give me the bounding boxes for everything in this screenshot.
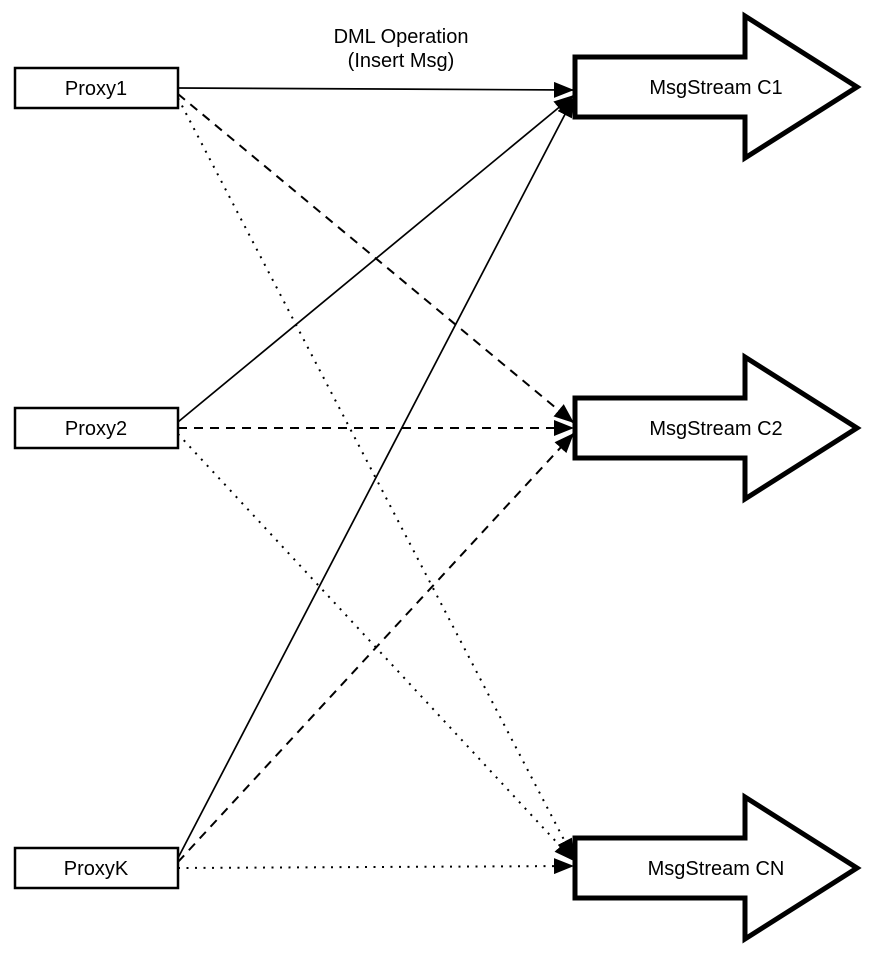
proxy2-box bbox=[13, 406, 180, 450]
msgstream-c1-label: MsgStream C1 bbox=[649, 77, 782, 99]
node-proxy1: Proxy1 bbox=[13, 66, 180, 110]
node-msgstream-c1: MsgStream C1 bbox=[572, 11, 862, 163]
msgstream-c2-arrow-shape bbox=[572, 352, 862, 504]
msgstream-cn-arrow-shape bbox=[572, 792, 862, 944]
node-proxy2: Proxy2 bbox=[13, 406, 180, 450]
msgstream-c1-arrow-shape bbox=[572, 11, 862, 163]
edge-proxy1-c1 bbox=[177, 81, 575, 98]
edge-proxy2-cn bbox=[177, 433, 575, 862]
edge-proxyk-c1 bbox=[177, 96, 575, 859]
edge-proxy1-c2 bbox=[177, 93, 575, 424]
edge-proxyk-c2 bbox=[177, 432, 575, 863]
edge-layer bbox=[177, 81, 575, 875]
proxyk-box bbox=[13, 846, 180, 890]
edge-proxy1-cn bbox=[177, 97, 575, 860]
msgstream-cn-label: MsgStream CN bbox=[648, 858, 785, 880]
msgstream-c2-label: MsgStream C2 bbox=[649, 418, 782, 440]
diagram-title-line2: (Insert Msg) bbox=[348, 50, 455, 72]
node-msgstream-cn: MsgStream CN bbox=[572, 792, 862, 944]
node-msgstream-c2: MsgStream C2 bbox=[572, 352, 862, 504]
edge-proxyk-cn bbox=[177, 858, 575, 875]
proxyk-label: ProxyK bbox=[64, 858, 129, 880]
proxy1-label: Proxy1 bbox=[65, 78, 127, 100]
diagram-title-line1: DML Operation bbox=[334, 26, 469, 48]
node-proxyk: ProxyK bbox=[13, 846, 180, 890]
proxy1-box bbox=[13, 66, 180, 110]
proxy2-label: Proxy2 bbox=[65, 418, 127, 440]
